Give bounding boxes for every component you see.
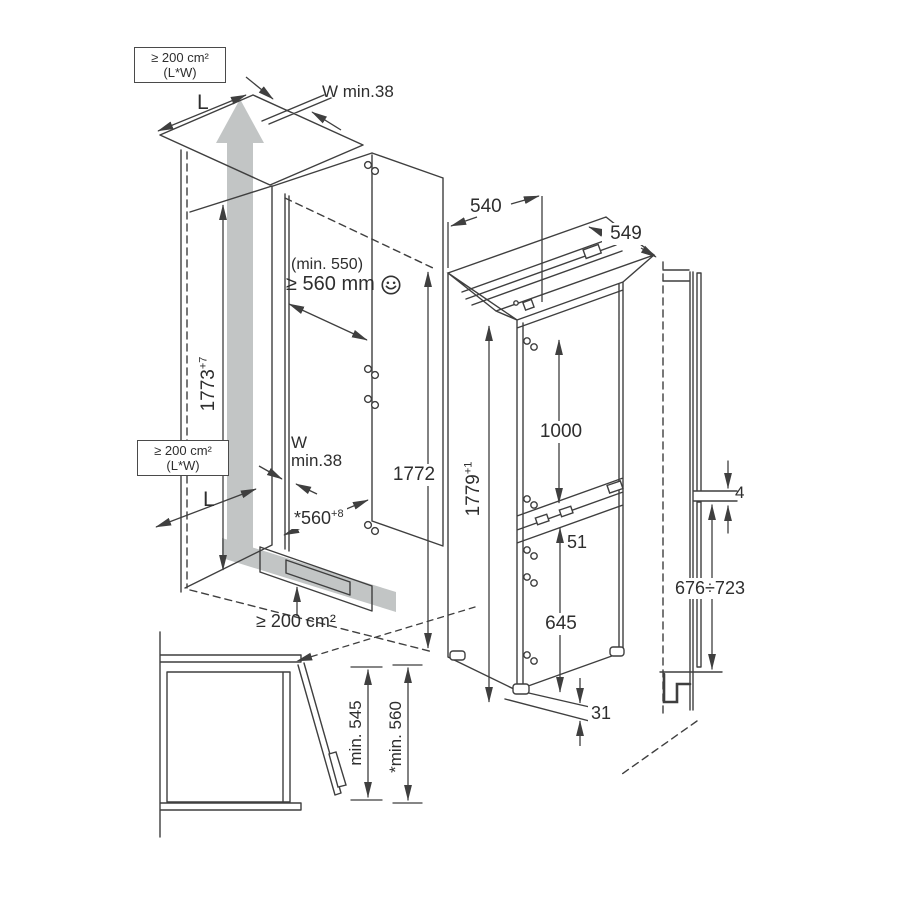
niche-depth-min: (min. 550) xyxy=(291,256,364,273)
smiley-face-icon xyxy=(381,275,401,295)
wall-gap-label-mid: W min.38 xyxy=(291,433,343,470)
lower-panel-range-label: 676÷723 xyxy=(664,578,756,599)
length-label-bottom: L xyxy=(203,488,215,511)
appliance-depth-label: 549 xyxy=(602,223,650,245)
side-panel-profile-drawing xyxy=(621,261,738,775)
plan-view-drawing xyxy=(159,606,476,838)
length-label-top: L xyxy=(197,91,209,114)
vent-area-top-formula: (L*W) xyxy=(163,65,197,80)
base-vent-height-label: 31 xyxy=(588,703,615,724)
fridge-compartment-label: 1000 xyxy=(533,421,589,443)
niche-interior-height-label: 1772 xyxy=(387,464,441,486)
vent-area-bottom-label: ≥ 200 cm² xyxy=(256,611,336,631)
door-panel-gap-label: 4 xyxy=(735,483,745,502)
appliance-dimension-arrows xyxy=(424,195,657,746)
niche-depth-note: (min. 550) ≥ 560 mm xyxy=(286,256,402,296)
vent-area-mid-label: ≥ 200 cm² (L*W) xyxy=(137,440,229,476)
vent-area-mid-formula: (L*W) xyxy=(166,458,200,473)
vent-area-top-value: ≥ 200 cm² xyxy=(151,50,209,65)
airflow-arrow xyxy=(216,99,396,612)
vent-area-mid-value: ≥ 200 cm² xyxy=(154,443,212,458)
niche-depth-recommended: ≥ 560 mm xyxy=(286,273,375,296)
freezer-compartment-label: 645 xyxy=(539,613,583,635)
divider-height-label: 51 xyxy=(564,532,591,553)
appliance-width-label: 540 xyxy=(470,196,502,217)
vent-area-top-label: ≥ 200 cm² (L*W) xyxy=(134,47,226,83)
niche-dimension-arrows xyxy=(155,76,369,616)
niche-width-label: *560+8 xyxy=(291,508,347,529)
wall-gap-label-top: W min.38 xyxy=(322,82,394,101)
